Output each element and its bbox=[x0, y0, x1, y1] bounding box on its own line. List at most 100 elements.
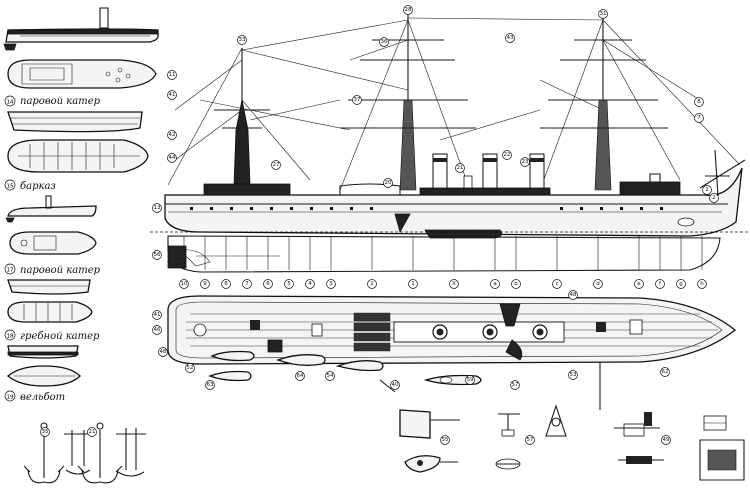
callout-label: 37 bbox=[352, 95, 362, 105]
ship-rigging bbox=[167, 17, 741, 191]
callout-label: 27 bbox=[271, 160, 281, 170]
svg-text:7: 7 bbox=[245, 281, 249, 287]
svg-text:53: 53 bbox=[570, 372, 577, 378]
svg-text:d: d bbox=[596, 281, 600, 287]
section-mark: 1 bbox=[408, 279, 418, 289]
callout-label: 63 bbox=[205, 380, 215, 390]
svg-text:X: X bbox=[452, 281, 456, 287]
caption-whaleboat: 19 вельбот bbox=[4, 390, 65, 403]
svg-text:e: e bbox=[637, 281, 641, 287]
svg-text:a: a bbox=[493, 281, 496, 287]
svg-text:52: 52 bbox=[187, 365, 194, 371]
section-mark: 10 bbox=[179, 279, 189, 289]
svg-text:17: 17 bbox=[7, 268, 14, 274]
svg-text:43: 43 bbox=[507, 35, 514, 41]
callout-label: 28 bbox=[403, 5, 413, 15]
fitting-crane bbox=[545, 404, 567, 437]
fitting-crate bbox=[699, 415, 745, 481]
svg-text:40: 40 bbox=[392, 382, 399, 388]
section-mark: g bbox=[676, 279, 686, 289]
caption-steam-launch-2: 17 паровой катер bbox=[4, 263, 101, 276]
callout-label: 23 bbox=[520, 157, 530, 167]
svg-text:3: 3 bbox=[329, 281, 333, 287]
boat-rowing-cutter-side bbox=[7, 279, 91, 295]
svg-text:13: 13 bbox=[154, 205, 161, 211]
svg-text:33: 33 bbox=[239, 37, 246, 43]
svg-text:5: 5 bbox=[287, 281, 291, 287]
svg-text:41: 41 bbox=[154, 312, 161, 318]
svg-text:44: 44 bbox=[169, 155, 176, 161]
svg-text:вельбот: вельбот bbox=[20, 392, 65, 403]
boat-whaleboat-plan bbox=[6, 365, 81, 387]
frame-lines bbox=[183, 236, 703, 270]
svg-text:28: 28 bbox=[405, 7, 412, 13]
anchor-4 bbox=[116, 428, 146, 477]
svg-text:59: 59 bbox=[467, 377, 474, 383]
mizzen-mast bbox=[214, 48, 270, 186]
svg-text:62: 62 bbox=[662, 369, 669, 375]
callout-label: 59 bbox=[465, 375, 475, 385]
section-mark: 8 bbox=[221, 279, 231, 289]
svg-text:37: 37 bbox=[354, 97, 361, 103]
section-mark: 4 bbox=[305, 279, 315, 289]
svg-text:22: 22 bbox=[504, 152, 511, 158]
svg-text:21: 21 bbox=[457, 165, 464, 171]
svg-text:35: 35 bbox=[42, 429, 49, 435]
callout-label: 64 bbox=[295, 371, 305, 381]
funnels bbox=[432, 153, 545, 193]
section-mark: 3 bbox=[326, 279, 336, 289]
caption-barkas: 15 барказ bbox=[4, 179, 56, 192]
callout-label: 33 bbox=[237, 35, 247, 45]
anchor-3 bbox=[77, 422, 123, 484]
svg-text:4: 4 bbox=[308, 281, 312, 287]
main-mast bbox=[340, 14, 476, 191]
callout-label: 62 bbox=[660, 367, 670, 377]
callout-label: 46 bbox=[152, 325, 162, 335]
svg-text:9: 9 bbox=[203, 281, 207, 287]
svg-text:h: h bbox=[700, 281, 704, 287]
svg-text:63: 63 bbox=[207, 382, 214, 388]
svg-text:31: 31 bbox=[600, 11, 607, 17]
svg-text:8: 8 bbox=[697, 99, 701, 105]
callout-label: 21 bbox=[87, 427, 97, 437]
section-mark: X bbox=[449, 279, 459, 289]
callout-label: 54 bbox=[325, 371, 335, 381]
ship-hull-side bbox=[164, 167, 743, 239]
fore-mast bbox=[540, 18, 668, 191]
callout-label: 48 bbox=[158, 347, 168, 357]
callout-label: 48 bbox=[568, 290, 578, 300]
section-mark: b bbox=[511, 279, 521, 289]
callout-label: 42 bbox=[167, 130, 177, 140]
callout-label: 49 bbox=[661, 435, 671, 445]
svg-text:10: 10 bbox=[181, 281, 188, 287]
section-mark: c bbox=[552, 279, 562, 289]
callout-label: 52 bbox=[185, 363, 195, 373]
svg-text:1: 1 bbox=[705, 187, 709, 193]
callout-label: 57 bbox=[510, 380, 520, 390]
svg-text:7: 7 bbox=[697, 115, 701, 121]
svg-text:15: 15 bbox=[7, 184, 14, 190]
svg-text:b: b bbox=[514, 281, 518, 287]
boat-barkas-side bbox=[7, 111, 143, 133]
deck-boats bbox=[208, 350, 601, 410]
svg-text:27: 27 bbox=[273, 162, 280, 168]
svg-text:48: 48 bbox=[160, 349, 167, 355]
svg-text:57: 57 bbox=[527, 437, 534, 443]
caption-steam-launch-1: 14 паровой катер bbox=[4, 95, 101, 107]
anchor-1 bbox=[23, 422, 65, 484]
svg-text:19: 19 bbox=[7, 395, 14, 401]
svg-text:2: 2 bbox=[370, 281, 374, 287]
svg-text:49: 49 bbox=[663, 437, 670, 443]
callout-label: 1 bbox=[702, 185, 712, 195]
callout-label: 31 bbox=[598, 9, 608, 19]
svg-text:18: 18 bbox=[7, 334, 14, 340]
svg-text:1: 1 bbox=[411, 281, 415, 287]
section-mark: 2 bbox=[367, 279, 377, 289]
svg-text:гребной катер: гребной катер bbox=[20, 331, 100, 342]
svg-text:14: 14 bbox=[7, 100, 14, 106]
boat-steam-launch-2-plan bbox=[9, 231, 97, 255]
callout-label: 8 bbox=[694, 97, 704, 107]
callout-label: 53 bbox=[568, 370, 578, 380]
